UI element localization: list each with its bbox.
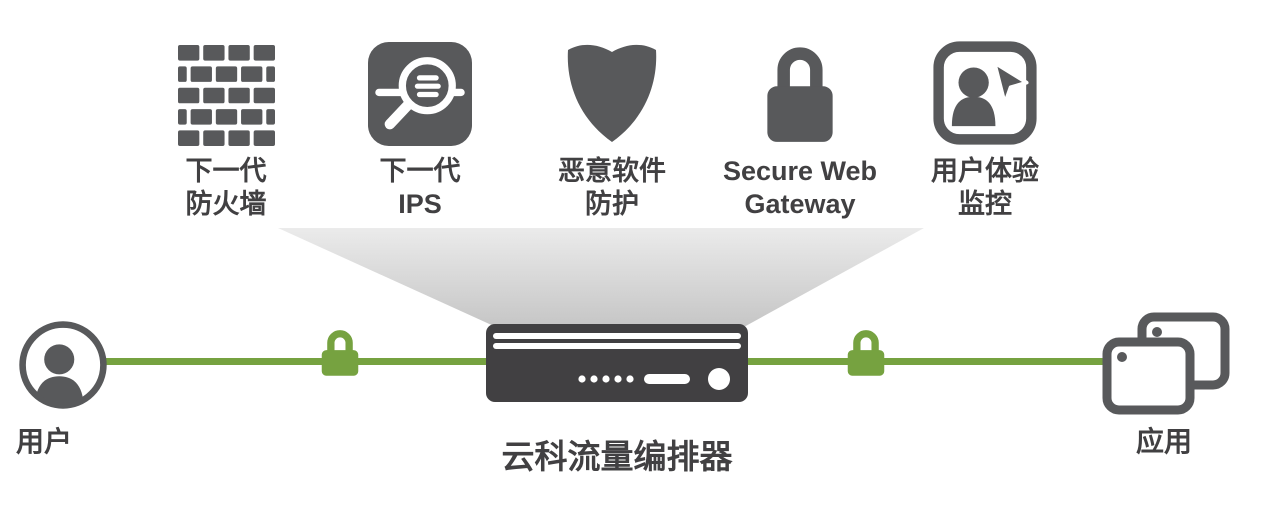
shield-icon (567, 44, 657, 142)
swg-icon-box (752, 22, 848, 146)
label-line: 下一代 (379, 156, 461, 186)
orchestrator-label: 云科流量编排器 (501, 438, 733, 475)
server-appliance-icon (486, 324, 748, 402)
magnifier-inspection-icon (368, 42, 472, 146)
application-label: 应用 (1136, 426, 1193, 457)
service-label-uem: 用户体验 监控 (931, 155, 1039, 221)
label-line: 防火墙 (185, 189, 267, 219)
service-insertion-funnel (278, 228, 924, 326)
label-line: Gateway (744, 189, 856, 219)
label-line: Secure Web (722, 156, 878, 186)
service-label-firewall: 下一代 防火墙 (186, 155, 267, 221)
padlock-icon (767, 47, 833, 142)
label-line: 恶意软件 (558, 156, 666, 186)
application-node (1100, 312, 1232, 418)
malware-icon-box (562, 22, 662, 146)
service-label-malware: 恶意软件 防护 (558, 155, 666, 221)
service-malware-protection: 恶意软件 防护 (512, 22, 712, 221)
service-secure-web-gateway: Secure Web Gateway (700, 22, 900, 221)
uem-icon-box (932, 22, 1038, 146)
secure-link-lock-left (319, 326, 361, 378)
service-next-gen-ips: 下一代 IPS (320, 22, 520, 221)
label-line: 下一代 (185, 156, 267, 186)
user-label: 用户 (16, 426, 73, 457)
service-next-gen-firewall: 下一代 防火墙 (126, 22, 326, 221)
user-node (16, 318, 110, 412)
label-line: 用户体验 (931, 156, 1039, 186)
secure-link-lock-right (845, 326, 887, 378)
firewall-icon-box (177, 22, 275, 146)
label-line: IPS (398, 189, 442, 219)
service-label-swg: Secure Web Gateway (723, 155, 877, 221)
service-label-ips: 下一代 IPS (380, 155, 461, 221)
label-line: 监控 (958, 189, 1012, 219)
orchestrator-appliance (486, 324, 748, 402)
label-line: 防护 (585, 189, 639, 219)
user-cursor-icon (933, 41, 1037, 145)
green-lock-icon (321, 330, 359, 376)
user-icon (19, 321, 107, 409)
brick-wall-icon (177, 45, 275, 146)
green-lock-icon (847, 330, 885, 376)
service-user-experience-monitoring: 用户体验 监控 (885, 22, 1085, 221)
ips-icon-box (368, 22, 472, 146)
stacked-windows-icon (1102, 312, 1230, 415)
